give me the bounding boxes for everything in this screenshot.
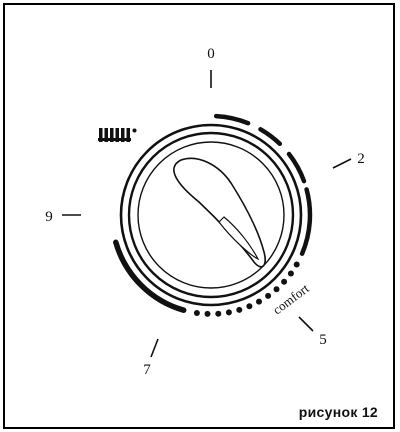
knob[interactable] [119, 123, 303, 307]
mark-7-label: 7 [143, 362, 151, 378]
scale-dot [287, 270, 294, 277]
scale-dot [225, 309, 232, 316]
scale-dot [273, 286, 280, 293]
tick-7 [150, 338, 159, 358]
temperature-scale [113, 113, 313, 317]
scale-dot [236, 306, 243, 313]
knob-grip-inner [218, 216, 260, 261]
scale-dot [256, 298, 262, 305]
scale-segment [286, 151, 307, 184]
scale-dot [265, 292, 272, 299]
scale-dot [193, 310, 200, 316]
scale-arc-left [113, 239, 187, 313]
mark-5-label: 5 [319, 332, 327, 348]
scale-segment [213, 113, 251, 126]
figure-frame: 0 2 5 7 9 comfort [3, 3, 395, 429]
scale-dot [293, 261, 300, 268]
scale-dot [246, 303, 253, 310]
comfort-label: comfort [270, 280, 312, 317]
tick-2 [332, 158, 352, 169]
scale-dot [204, 310, 211, 317]
figure-caption: рисунок 12 [298, 404, 378, 420]
scale-segment [258, 127, 283, 147]
radiator-icon [98, 128, 137, 142]
scale-dot [215, 310, 222, 317]
scale-segment [299, 187, 313, 256]
mark-2-label: 2 [357, 151, 365, 167]
knob-diagram: 0 2 5 7 9 comfort [45, 46, 365, 378]
mark-0-label: 0 [207, 46, 215, 62]
mark-9-label: 9 [45, 209, 53, 225]
tick-5 [298, 316, 314, 332]
scale-dot [281, 278, 288, 285]
comfort-dots [193, 261, 300, 317]
